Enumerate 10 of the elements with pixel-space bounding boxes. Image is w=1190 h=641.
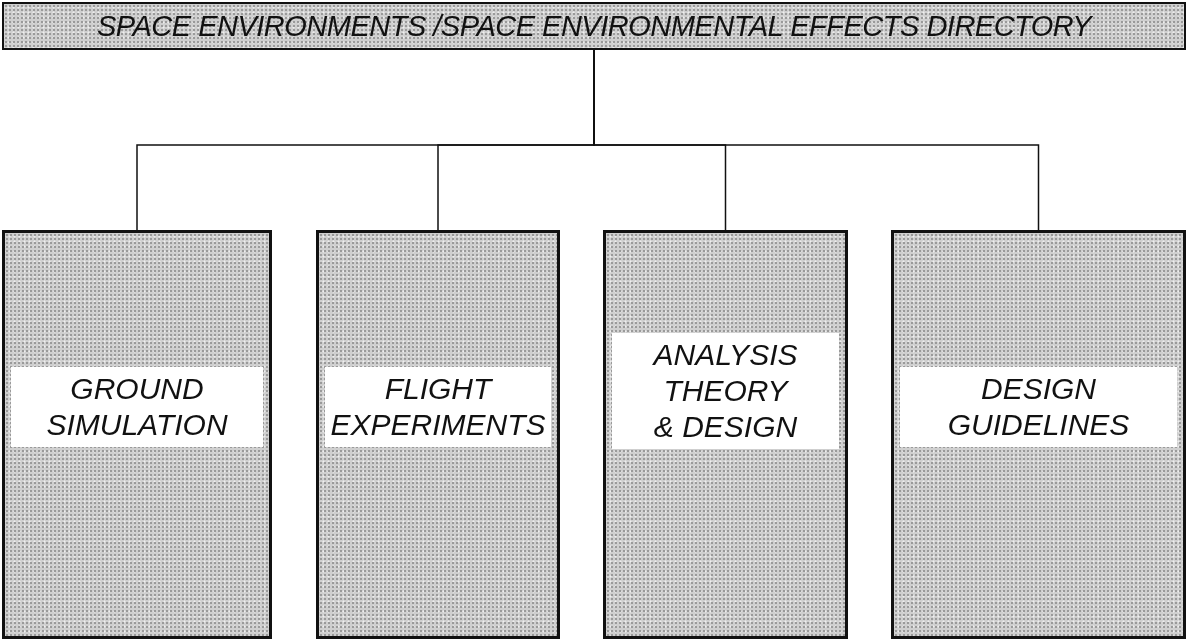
title-text: SPACE ENVIRONMENTS /SPACE ENVIRONMENTAL EFFECTS DIRECTORY <box>96 9 1092 43</box>
category-label: DESIGN GUIDELINES <box>947 371 1130 443</box>
category-box <box>316 230 560 639</box>
category-box <box>603 230 848 639</box>
category-label: ANALYSIS THEORY & DESIGN <box>653 337 798 445</box>
category-box <box>2 230 272 639</box>
category-box <box>891 230 1186 639</box>
category-label: FLIGHT EXPERIMENTS <box>330 371 546 443</box>
category-label: GROUND SIMULATION <box>46 371 228 443</box>
title-box <box>2 2 1186 50</box>
